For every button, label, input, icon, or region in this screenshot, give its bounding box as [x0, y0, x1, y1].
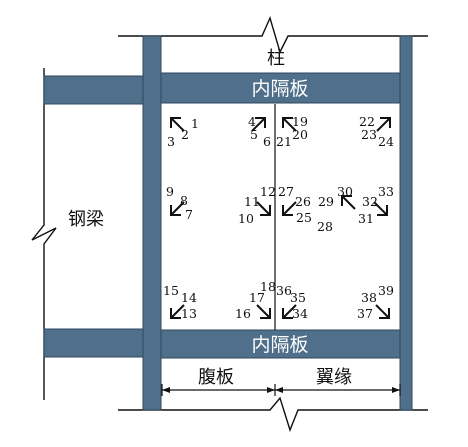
gauge-number: 25 — [296, 210, 312, 225]
gauge-number: 37 — [357, 306, 373, 321]
rosette-diagonal — [376, 117, 391, 132]
gauge-number: 12 — [260, 184, 276, 199]
dim-arrow-left — [162, 387, 170, 393]
gauge-number: 11 — [244, 194, 260, 209]
rosette-diagonal — [170, 201, 185, 216]
gauge-number: 27 — [278, 184, 294, 199]
rosette-diagonal — [256, 304, 271, 319]
column-right-wall — [399, 35, 413, 411]
gauge-number: 38 — [361, 290, 377, 305]
rosette-diagonal — [282, 117, 297, 132]
gauge-number: 33 — [378, 184, 394, 199]
bottom-break-line — [118, 396, 428, 433]
gauge-number: 31 — [358, 211, 374, 226]
column-left-wall — [142, 35, 162, 411]
gauge-number: 34 — [292, 306, 308, 321]
gauge-number: 36 — [276, 283, 292, 298]
flange-label: 翼缘 — [316, 367, 352, 388]
rosette-diagonal — [170, 117, 185, 132]
gauge-number: 4 — [248, 114, 256, 129]
inner-plate-top-label: 内隔板 — [251, 78, 308, 100]
beam-break-line — [31, 68, 57, 400]
gauge-number: 10 — [238, 211, 254, 226]
gauge-number: 9 — [166, 184, 174, 199]
inner-plate-bottom — [160, 329, 401, 359]
gauge-number: 5 — [250, 127, 258, 142]
gauge-number: 30 — [337, 184, 353, 199]
gauge-number: 13 — [181, 306, 197, 321]
gauge-number: 17 — [249, 290, 265, 305]
strain-rosette: 123 — [167, 116, 199, 149]
gauge-number: 23 — [361, 127, 377, 142]
gauge-number: 6 — [263, 134, 271, 149]
gauge-number: 1 — [191, 116, 199, 131]
gauge-number: 14 — [181, 290, 197, 305]
gauge-number: 39 — [378, 283, 394, 298]
gauge-number: 32 — [362, 194, 378, 209]
rosette-diagonal — [341, 195, 356, 210]
rosette-diagonal — [256, 201, 271, 216]
beam-top-flange — [43, 75, 145, 105]
gauge-number: 26 — [295, 194, 311, 209]
column-label: 柱 — [267, 48, 285, 69]
gauge-number: 22 — [359, 114, 375, 129]
gauge-number: 18 — [260, 279, 276, 294]
gauge-number: 19 — [292, 114, 308, 129]
rosette-diagonal — [375, 304, 390, 319]
gauge-number: 15 — [163, 283, 179, 298]
strain-rosette: 987 — [166, 184, 193, 222]
inner-plate-bottom-label: 内隔板 — [251, 334, 308, 356]
gauge-number: 8 — [180, 193, 188, 208]
gauge-number: 7 — [185, 207, 193, 222]
beam-bottom-flange — [43, 328, 145, 358]
gauge-number: 16 — [235, 306, 251, 321]
top-break-line — [118, 15, 428, 54]
rosette-diagonal — [170, 304, 185, 319]
rosette-diagonal — [282, 304, 297, 319]
web-label: 腹板 — [198, 367, 234, 388]
rosette-diagonal — [251, 117, 266, 132]
rosette-diagonal — [373, 201, 388, 216]
gauge-number: 28 — [317, 219, 333, 234]
gauge-number: 3 — [167, 134, 175, 149]
gauge-number: 20 — [292, 127, 308, 142]
gauge-number: 24 — [378, 134, 394, 149]
steel-beam-label: 钢梁 — [68, 209, 104, 230]
rosette-diagonal — [282, 201, 297, 216]
inner-plate-top — [160, 72, 401, 104]
dim-arrow-mid-left — [267, 387, 275, 393]
dim-arrow-right — [392, 387, 400, 393]
dim-arrow-mid-right — [275, 387, 283, 393]
gauge-number: 35 — [290, 290, 306, 305]
gauge-number: 21 — [276, 134, 292, 149]
gauge-number: 29 — [318, 194, 334, 209]
gauge-number: 2 — [181, 127, 189, 142]
